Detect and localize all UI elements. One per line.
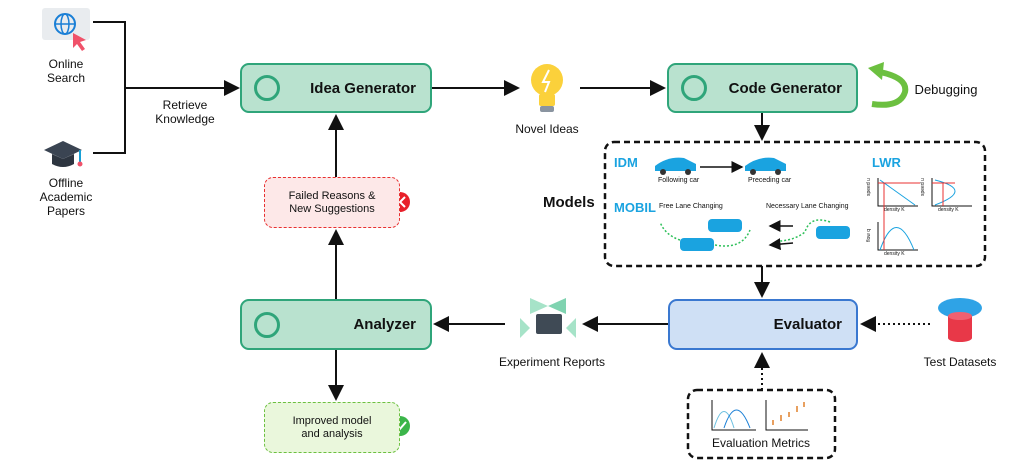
axis-label: density K: [938, 207, 959, 213]
lwr-flow-density-plot: [877, 206, 918, 251]
lwr-speed-flow-plot: [931, 178, 972, 207]
openai-logo-icon: [681, 75, 707, 101]
car-top-icon: [680, 238, 714, 251]
models-box: [603, 140, 987, 268]
necessary-lane-changing-label: Necessary Lane Changing: [766, 203, 849, 210]
novel-ideas-label: Novel Ideas: [515, 122, 579, 136]
evaluation-metrics-box: [686, 388, 837, 460]
evaluator-label: Evaluator: [773, 316, 842, 333]
scatter-plot-icon: [765, 400, 808, 431]
source-bracket: [93, 21, 126, 154]
idea-generator-label: Idea Generator: [310, 79, 416, 97]
code-generator-label: Code Generator: [728, 79, 842, 97]
axis-label: density K: [884, 251, 905, 257]
lwr-speed-density-plot: [877, 178, 920, 207]
test-datasets-label: Test Datasets: [923, 355, 997, 369]
debugging-loop-icon: [868, 62, 909, 108]
distribution-plot-icon: [711, 400, 756, 431]
mobil-label: MOBIL: [614, 200, 656, 215]
axis-label: density K: [884, 207, 905, 213]
car-top-icon: [816, 226, 850, 239]
globe-icon: [42, 8, 90, 51]
evaluation-metrics-label: Evaluation Metrics: [711, 436, 811, 450]
car-icon: [745, 157, 786, 175]
code-generator-box[interactable]: Code Generator: [667, 63, 858, 113]
idm-label: IDM: [614, 155, 638, 170]
analyzer-label: Analyzer: [353, 316, 416, 333]
free-lane-changing-label: Free Lane Changing: [659, 203, 723, 210]
experiment-reports-label: Experiment Reports: [498, 355, 606, 369]
evaluator-box[interactable]: Evaluator: [668, 299, 858, 350]
car-icon: [655, 157, 696, 175]
preceding-car-label: Preceding car: [748, 177, 792, 184]
car-top-icon: [708, 219, 742, 232]
idea-generator-box[interactable]: Idea Generator: [240, 63, 432, 113]
debugging-label: Debugging: [914, 82, 978, 97]
database-cloud-icon: [938, 298, 982, 342]
lwr-label: LWR: [872, 155, 901, 170]
following-car-label: Following car: [658, 177, 700, 184]
openai-logo-icon: [254, 312, 280, 338]
axis-label: flow q: [866, 228, 872, 242]
failed-reasons-box: Failed Reasons &New Suggestions: [264, 177, 400, 228]
models-title: Models: [543, 194, 595, 211]
report-folder-icon: [520, 298, 576, 338]
analyzer-box[interactable]: Analyzer: [240, 299, 432, 350]
axis-label: speed u: [866, 178, 872, 196]
axis-label: speed u: [920, 178, 926, 196]
lightbulb-icon: [531, 64, 563, 112]
graduation-cap-icon: [44, 141, 83, 167]
openai-logo-icon: [254, 75, 280, 101]
